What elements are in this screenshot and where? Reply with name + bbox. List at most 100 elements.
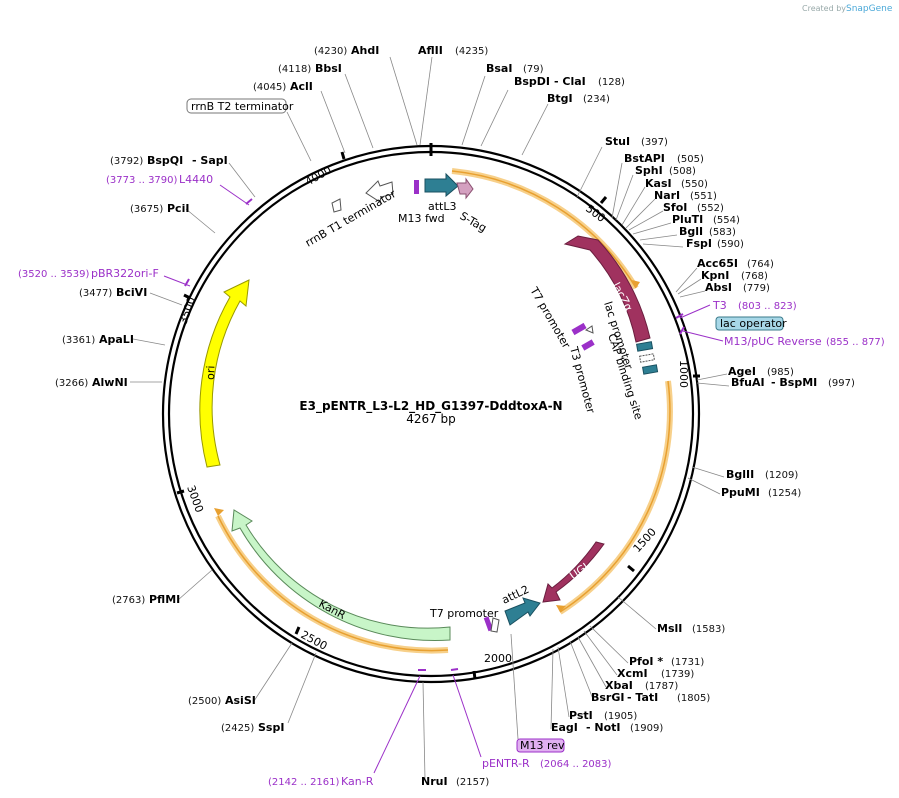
sspi-name: SspI [258, 721, 284, 734]
apali-name: ApaLI [99, 333, 134, 346]
clai-pos: (128) [598, 77, 625, 88]
bspmi-name: - BspMI [771, 376, 817, 389]
bsai-name: BsaI [486, 62, 512, 75]
pcii-pos: (3675) [130, 204, 163, 215]
tick-500: 500 [583, 202, 608, 225]
t3promoter-feature[interactable] [581, 339, 595, 351]
cap-site-feature[interactable] [642, 364, 659, 375]
lac-operator-box [715, 316, 784, 331]
nari-name: NarI [654, 189, 680, 202]
rrnB-T2-feature[interactable] [331, 198, 342, 213]
xcmi-name: XcmI [617, 667, 648, 680]
stui-pos: (397) [641, 137, 668, 148]
position-ticks [176, 151, 700, 680]
kasi-pos: (550) [681, 179, 708, 190]
stag-feature[interactable] [456, 177, 474, 200]
kanR-label: KanR [317, 597, 348, 622]
orange-line-bottom [217, 515, 449, 652]
pflmi-pos: (2763) [112, 595, 145, 606]
sphi-name: SphI [635, 164, 663, 177]
t7promoter1-label: T7 promoter [527, 284, 573, 351]
msli-pos: (1583) [692, 624, 725, 635]
tick-1000: 1000 [677, 360, 690, 388]
orange-line-top [451, 170, 637, 289]
tick-2000-mark [472, 670, 477, 680]
m13fwd-feature[interactable] [414, 180, 419, 194]
ahdi-name: AhdI [351, 44, 379, 57]
kpni-pos: (768) [741, 271, 768, 282]
lac-promoter-feature[interactable] [639, 353, 655, 363]
bspqi-name: BspQI [147, 154, 183, 167]
lacZa-feature[interactable] [563, 235, 651, 343]
kasi-name: KasI [645, 177, 672, 190]
pluti-name: PluTI [672, 213, 703, 226]
m13rev-box [516, 738, 565, 753]
l4440-primer-pos: (3773 .. 3790) [106, 175, 178, 186]
acc65i-pos: (764) [747, 259, 774, 270]
pbr322-primer-name: pBR322ori-F [91, 267, 159, 280]
orange-line-right [559, 380, 671, 613]
rrnB-T1-feature[interactable] [365, 180, 394, 203]
pflmi-name: PflMI [149, 593, 180, 606]
m13rev-label: M13 rev [520, 739, 565, 752]
stag-label: S-Tag [458, 209, 489, 235]
kanr-primer-pos: (2142 .. 2161) [268, 777, 340, 788]
t7promoter1-feature[interactable] [571, 322, 587, 336]
pentr-primer-pos: (2064 .. 2083) [540, 759, 612, 770]
kanR-feature[interactable] [231, 509, 451, 641]
bsai-pos: (79) [523, 64, 544, 75]
ugi-feature[interactable] [542, 541, 605, 603]
apali-pos: (3361) [62, 335, 95, 346]
bgli-pos: (583) [709, 227, 736, 238]
ori-feature[interactable] [199, 279, 250, 468]
attL3-feature[interactable] [424, 172, 459, 198]
credit-text: Created by [802, 4, 846, 13]
plasmid-size: 4267 bp [406, 412, 456, 426]
tick-3500: 3500 [177, 295, 199, 326]
bglii-name: BglII [726, 468, 754, 481]
psti-pos: (1905) [604, 711, 637, 722]
clai-name: - ClaI [554, 75, 586, 88]
small-feature-2 [490, 617, 500, 633]
sfoi-pos: (552) [697, 203, 724, 214]
pluti-pos: (554) [713, 215, 740, 226]
bglii-pos: (1209) [765, 470, 798, 481]
agei-pos: (985) [767, 367, 794, 378]
t3-primer-name: T3 [712, 299, 727, 312]
fspi-name: FspI [686, 237, 712, 250]
bspqi-pos: (3792) [110, 156, 143, 167]
tick-1500-mark [627, 564, 635, 573]
bbsi-pos: (4118) [278, 64, 311, 75]
asisi-name: AsiSI [225, 694, 256, 707]
snapgene-logo: SnapGene [846, 4, 893, 14]
lac-operator-feature[interactable] [636, 341, 654, 352]
m13puc-primer-pos: (855 .. 877) [826, 337, 885, 348]
orange-arrowhead-top [632, 280, 640, 288]
bcivi-pos: (3477) [79, 288, 112, 299]
btgi-name: BtgI [547, 92, 573, 105]
rrnB-T2-label: rrnB T2 terminator [191, 100, 294, 113]
acc65i-name: Acc65I [697, 257, 738, 270]
alwni-name: AlwNI [92, 376, 128, 389]
t7promoter2-label: T7 promoter [429, 607, 499, 620]
bspmi-pos: (997) [828, 378, 855, 389]
pentr-primer-name: pENTR-R [482, 757, 530, 770]
aflii-pos: (4235) [455, 46, 488, 57]
bstapi-name: BstAPI [624, 152, 665, 165]
pfoi-name: PfoI * [629, 655, 663, 668]
orange-arrowhead-right [556, 605, 566, 612]
t7promoter2-feature[interactable] [483, 616, 494, 632]
plasmid-name: E3_pENTR_L3-L2_HD_G1397-DddtoxA-N [299, 399, 562, 414]
enzyme-leaders [130, 56, 730, 780]
acli-name: AclI [290, 80, 313, 93]
fspi-pos: (590) [717, 239, 744, 250]
bspdi-name: BspDI [514, 75, 550, 88]
tati-pos: (1805) [677, 693, 710, 704]
bcivi-name: BciVI [116, 286, 147, 299]
attL2-feature[interactable] [504, 597, 541, 626]
ppumi-pos: (1254) [768, 488, 801, 499]
pcii-name: PciI [167, 202, 189, 215]
bbsi-name: BbsI [315, 62, 342, 75]
xcmi-pos: (1739) [661, 669, 694, 680]
psti-name: PstI [569, 709, 593, 722]
